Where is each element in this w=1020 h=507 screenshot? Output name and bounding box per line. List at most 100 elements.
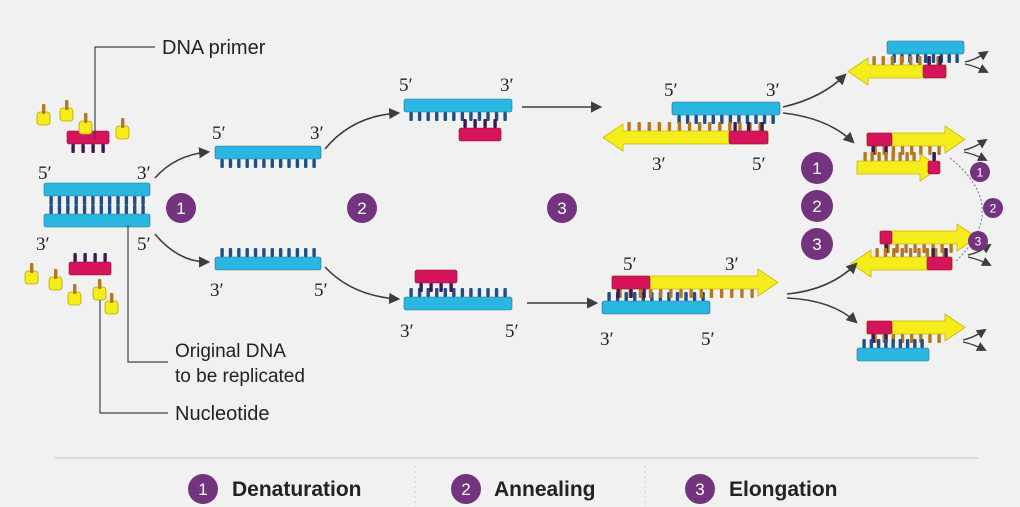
- legend-3-number: 3: [695, 480, 704, 499]
- annealed-bottom-strand-base: [486, 288, 490, 297]
- free-primer-bottom: [68, 253, 112, 276]
- original-bottom-strand-base: [66, 205, 70, 214]
- original-top-strand-base: [74, 196, 78, 205]
- product-4-template-base: [891, 339, 895, 348]
- strand-end-labels: 5′3′3′5′5′3′3′5′5′3′3′5′5′3′3′5′5′3′3′5′: [36, 75, 780, 350]
- annealed-top-strand-base: [452, 112, 456, 121]
- product-2-partner-strand-base: [870, 152, 874, 161]
- nucleotide-callout-line: [99, 300, 168, 414]
- annealed-bottom-strand-base: [469, 288, 473, 297]
- elongation-bottom-new-strand-base: [730, 289, 734, 298]
- elongation-bottom-new-strand-base: [689, 289, 693, 298]
- elongation-top-template-base: [711, 115, 715, 124]
- free-nucleotide-bottom-2-base: [54, 269, 58, 279]
- original-bottom-strand-base: [107, 205, 112, 214]
- annealed-bottom-strand-base: [435, 288, 439, 297]
- original-bottom-strand-base: [91, 205, 95, 214]
- mini-cycle-marker-2-circle: [983, 198, 1003, 218]
- product-3-partner-strand-base: [934, 248, 938, 257]
- denatured-bottom-strand-base: [237, 248, 241, 257]
- product-2-partner-strand-base: [905, 152, 909, 161]
- product-2-new-strand-base: [919, 146, 923, 155]
- denatured-top-strand-base: [245, 159, 249, 168]
- elongation-bottom-template-base: [607, 292, 611, 301]
- free-nucleotide-top-2: [59, 100, 74, 122]
- elongation-bottom-new-strand-base: [659, 289, 663, 298]
- denatured-bottom-strand-base: [245, 248, 249, 257]
- denatured-bottom-strand-base: [295, 248, 300, 257]
- elongation-top-template-base: [728, 115, 733, 124]
- annealed-top-primer-base: [473, 119, 477, 128]
- elongation-bottom-new-strand-base: [669, 289, 673, 298]
- original-dna-callout-line: [127, 225, 168, 363]
- elongation-top-template-base: [745, 115, 750, 124]
- original-top-strand-base: [124, 196, 129, 205]
- elongation-top-new-strand-base: [718, 122, 722, 131]
- product-3-partner-strand-base: [917, 248, 921, 257]
- product-3-partner-primer: [926, 248, 953, 271]
- denatured-top-strand-base: [253, 159, 258, 168]
- legend-2-number: 2: [461, 480, 470, 499]
- mini-cycle-marker-1-number: 1: [977, 165, 984, 179]
- annealed-bottom-strand-backbone: [403, 296, 513, 311]
- primer-callout-line: [94, 46, 155, 140]
- free-nucleotide-bottom-2: [48, 269, 63, 291]
- legend-1-label: Denaturation: [232, 478, 362, 501]
- product-1-primer: [922, 56, 947, 79]
- mini-cycle-marker-1-circle: [970, 162, 990, 182]
- elongation-top-new-strand: [602, 122, 769, 152]
- denatured-bottom-strand-base: [278, 248, 283, 257]
- free-primer-bottom-base: [83, 253, 87, 262]
- elongation-bottom-new-strand-base: [638, 289, 643, 298]
- free-nucleotide-top-3: [78, 113, 93, 135]
- denatured-bottom-strand-base: [312, 248, 316, 257]
- product-3-partner-strand-base: [883, 248, 888, 257]
- product-2-partner-strand-base: [912, 152, 916, 161]
- original-bottom-strand-base: [141, 205, 145, 214]
- dna-strands: [24, 40, 978, 362]
- original-bottom-strand-backbone: [43, 213, 151, 228]
- product-3-partner-strand-base: [900, 248, 904, 257]
- arrow-anneal-up: [324, 107, 401, 150]
- elongation-bottom-template-base: [633, 292, 637, 301]
- elongation-top-new-strand-base: [667, 122, 672, 131]
- elongation-top-template-base: [694, 115, 698, 124]
- product-2-new-strand-base: [928, 146, 932, 155]
- annealed-top-primer-base: [493, 119, 497, 128]
- product-1-template-base: [931, 54, 936, 63]
- original-top-strand-base: [141, 196, 145, 205]
- end-label-5: 5′: [212, 123, 226, 144]
- free-primer-bottom-base: [73, 253, 77, 262]
- product-2-partner-strand: [856, 152, 941, 182]
- denatured-top-strand-base: [270, 159, 274, 168]
- product-1-template-base: [947, 54, 951, 63]
- elongation-bottom-template-base: [624, 292, 628, 301]
- step-marker-1: 1: [166, 193, 196, 223]
- product-4-new-strand-base: [909, 334, 914, 343]
- product-4-template-base: [898, 339, 903, 348]
- product-1-new-strand-base: [908, 56, 913, 65]
- legend-3-circle: [685, 474, 715, 504]
- product-3-new-strand-base: [922, 244, 926, 253]
- original-top-strand-base: [57, 196, 62, 205]
- elongation-bottom-new-strand-base: [719, 289, 724, 298]
- elongation-top-primer-backbone: [728, 130, 769, 145]
- elongation-top-new-strand-base: [687, 122, 692, 131]
- product-4-template-base: [876, 339, 881, 348]
- free-nucleotide-top-1: [36, 104, 51, 126]
- denatured-bottom-strand: [214, 248, 322, 271]
- product-2-partner-primer-backbone: [927, 160, 941, 175]
- annealed-bottom-strand-base: [460, 288, 465, 297]
- annealed-top-primer-base: [483, 119, 487, 128]
- annealed-top-strand-base: [426, 112, 430, 121]
- elongation-top-template-base: [685, 115, 690, 124]
- original-top-strand-base: [82, 196, 87, 205]
- end-label-9: 5′: [399, 75, 413, 96]
- denatured-bottom-strand-backbone: [214, 256, 322, 271]
- product-2-partner-strand-base: [863, 152, 867, 161]
- elongation-top-new-strand-base: [708, 122, 712, 131]
- elongation-top-new-strand-base: [728, 122, 732, 131]
